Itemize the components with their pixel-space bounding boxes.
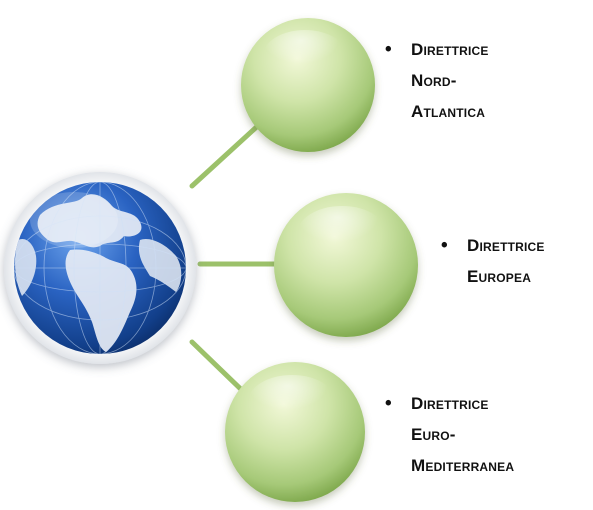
globe-icon [4, 172, 196, 364]
connector-1 [189, 119, 265, 189]
bubble-2 [274, 193, 418, 337]
item-2-line-1: Direttrice [467, 236, 545, 255]
item-direttrice-nord-atlantica: • Direttrice Nord- Atlantica [385, 34, 489, 127]
bullet-marker: • [441, 235, 448, 256]
bubble-3 [225, 362, 365, 502]
item-3-line-2: Euro- [411, 425, 456, 444]
item-direttrice-euro-mediterranea: • Direttrice Euro- Mediterranea [385, 388, 514, 481]
bubble-1 [241, 18, 375, 152]
item-2-line-2: Europea [467, 267, 532, 286]
item-1-line-3: Atlantica [411, 102, 486, 121]
item-3-line-1: Direttrice [411, 394, 489, 413]
item-3-line-3: Mediterranea [411, 456, 515, 475]
bullet-marker: • [385, 393, 392, 414]
bullet-marker: • [385, 39, 392, 60]
item-1-line-2: Nord- [411, 71, 457, 90]
item-1-line-1: Direttrice [411, 40, 489, 59]
item-direttrice-europea: • Direttrice Europea [441, 230, 545, 292]
